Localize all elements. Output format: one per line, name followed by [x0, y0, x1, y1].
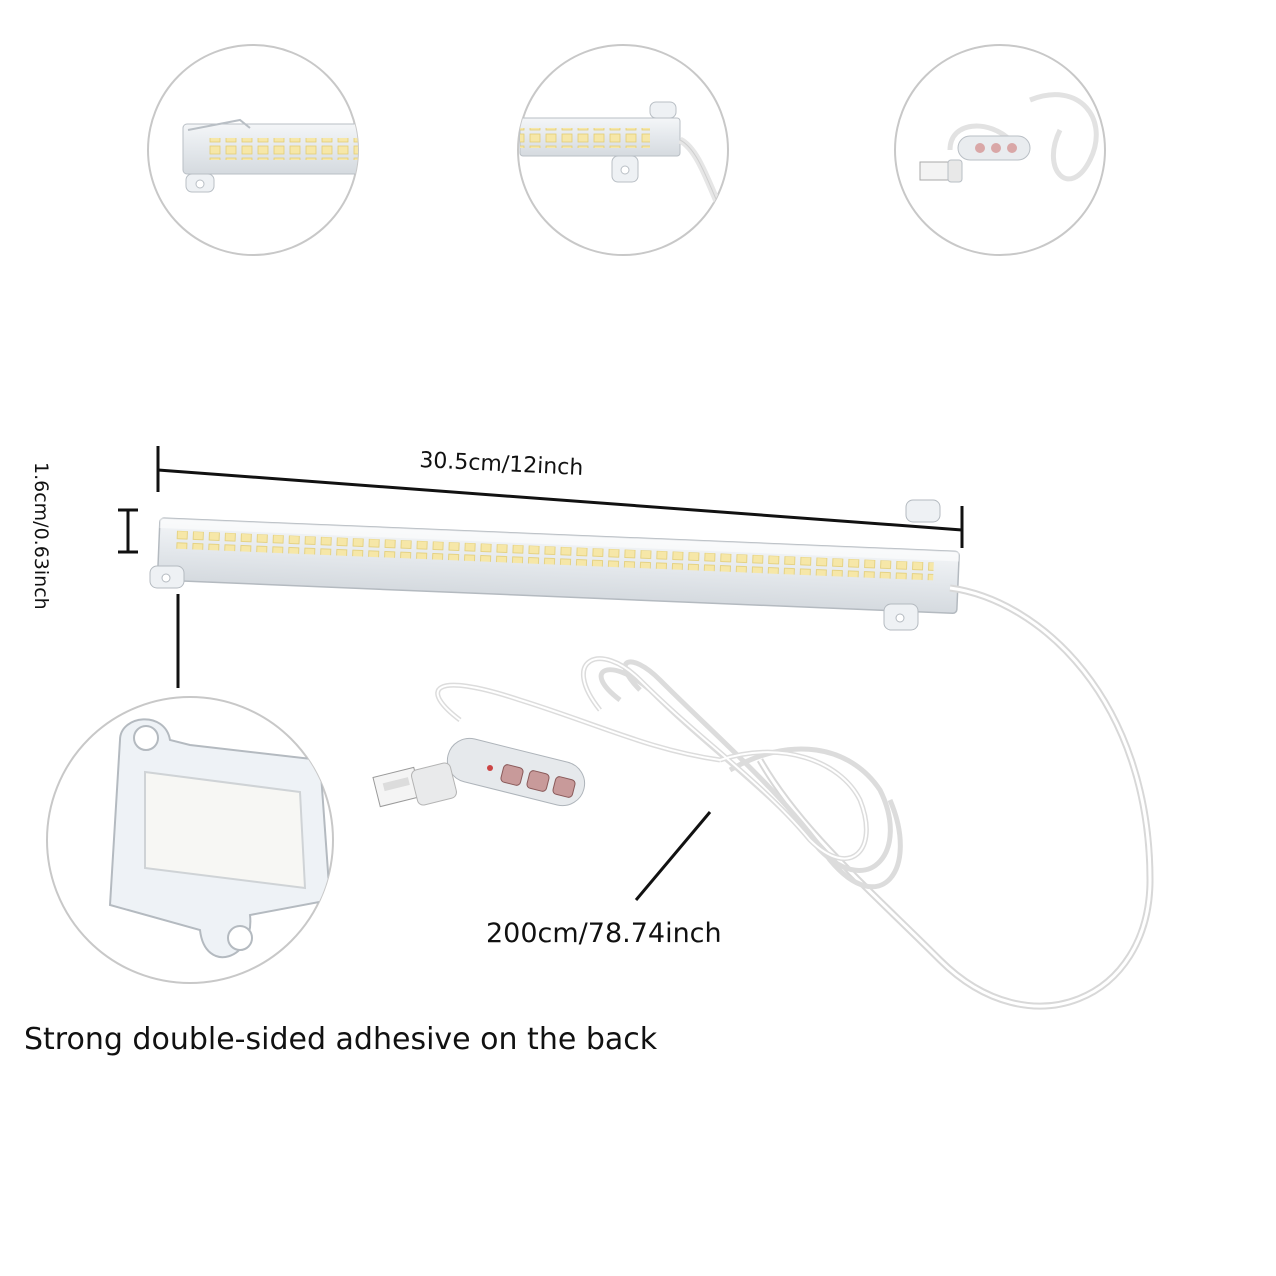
- detail-circle-bar-end: [147, 44, 359, 256]
- detail-circle-usb-switch: [894, 44, 1106, 256]
- dimension-lines: [118, 446, 964, 901]
- usb-plug: [372, 762, 457, 808]
- adhesive-caption: Strong double-sided adhesive on the back: [24, 1022, 658, 1057]
- inline-switch: [446, 737, 586, 807]
- usb-cable: [435, 584, 1154, 1010]
- detail-circle-adhesive: [46, 696, 334, 984]
- detail-circle-wire-end: [517, 44, 729, 256]
- led-bar: [149, 499, 960, 631]
- height-label: 1.6cm/0.63inch: [30, 462, 52, 610]
- cable-length-label: 200cm/78.74inch: [486, 918, 722, 949]
